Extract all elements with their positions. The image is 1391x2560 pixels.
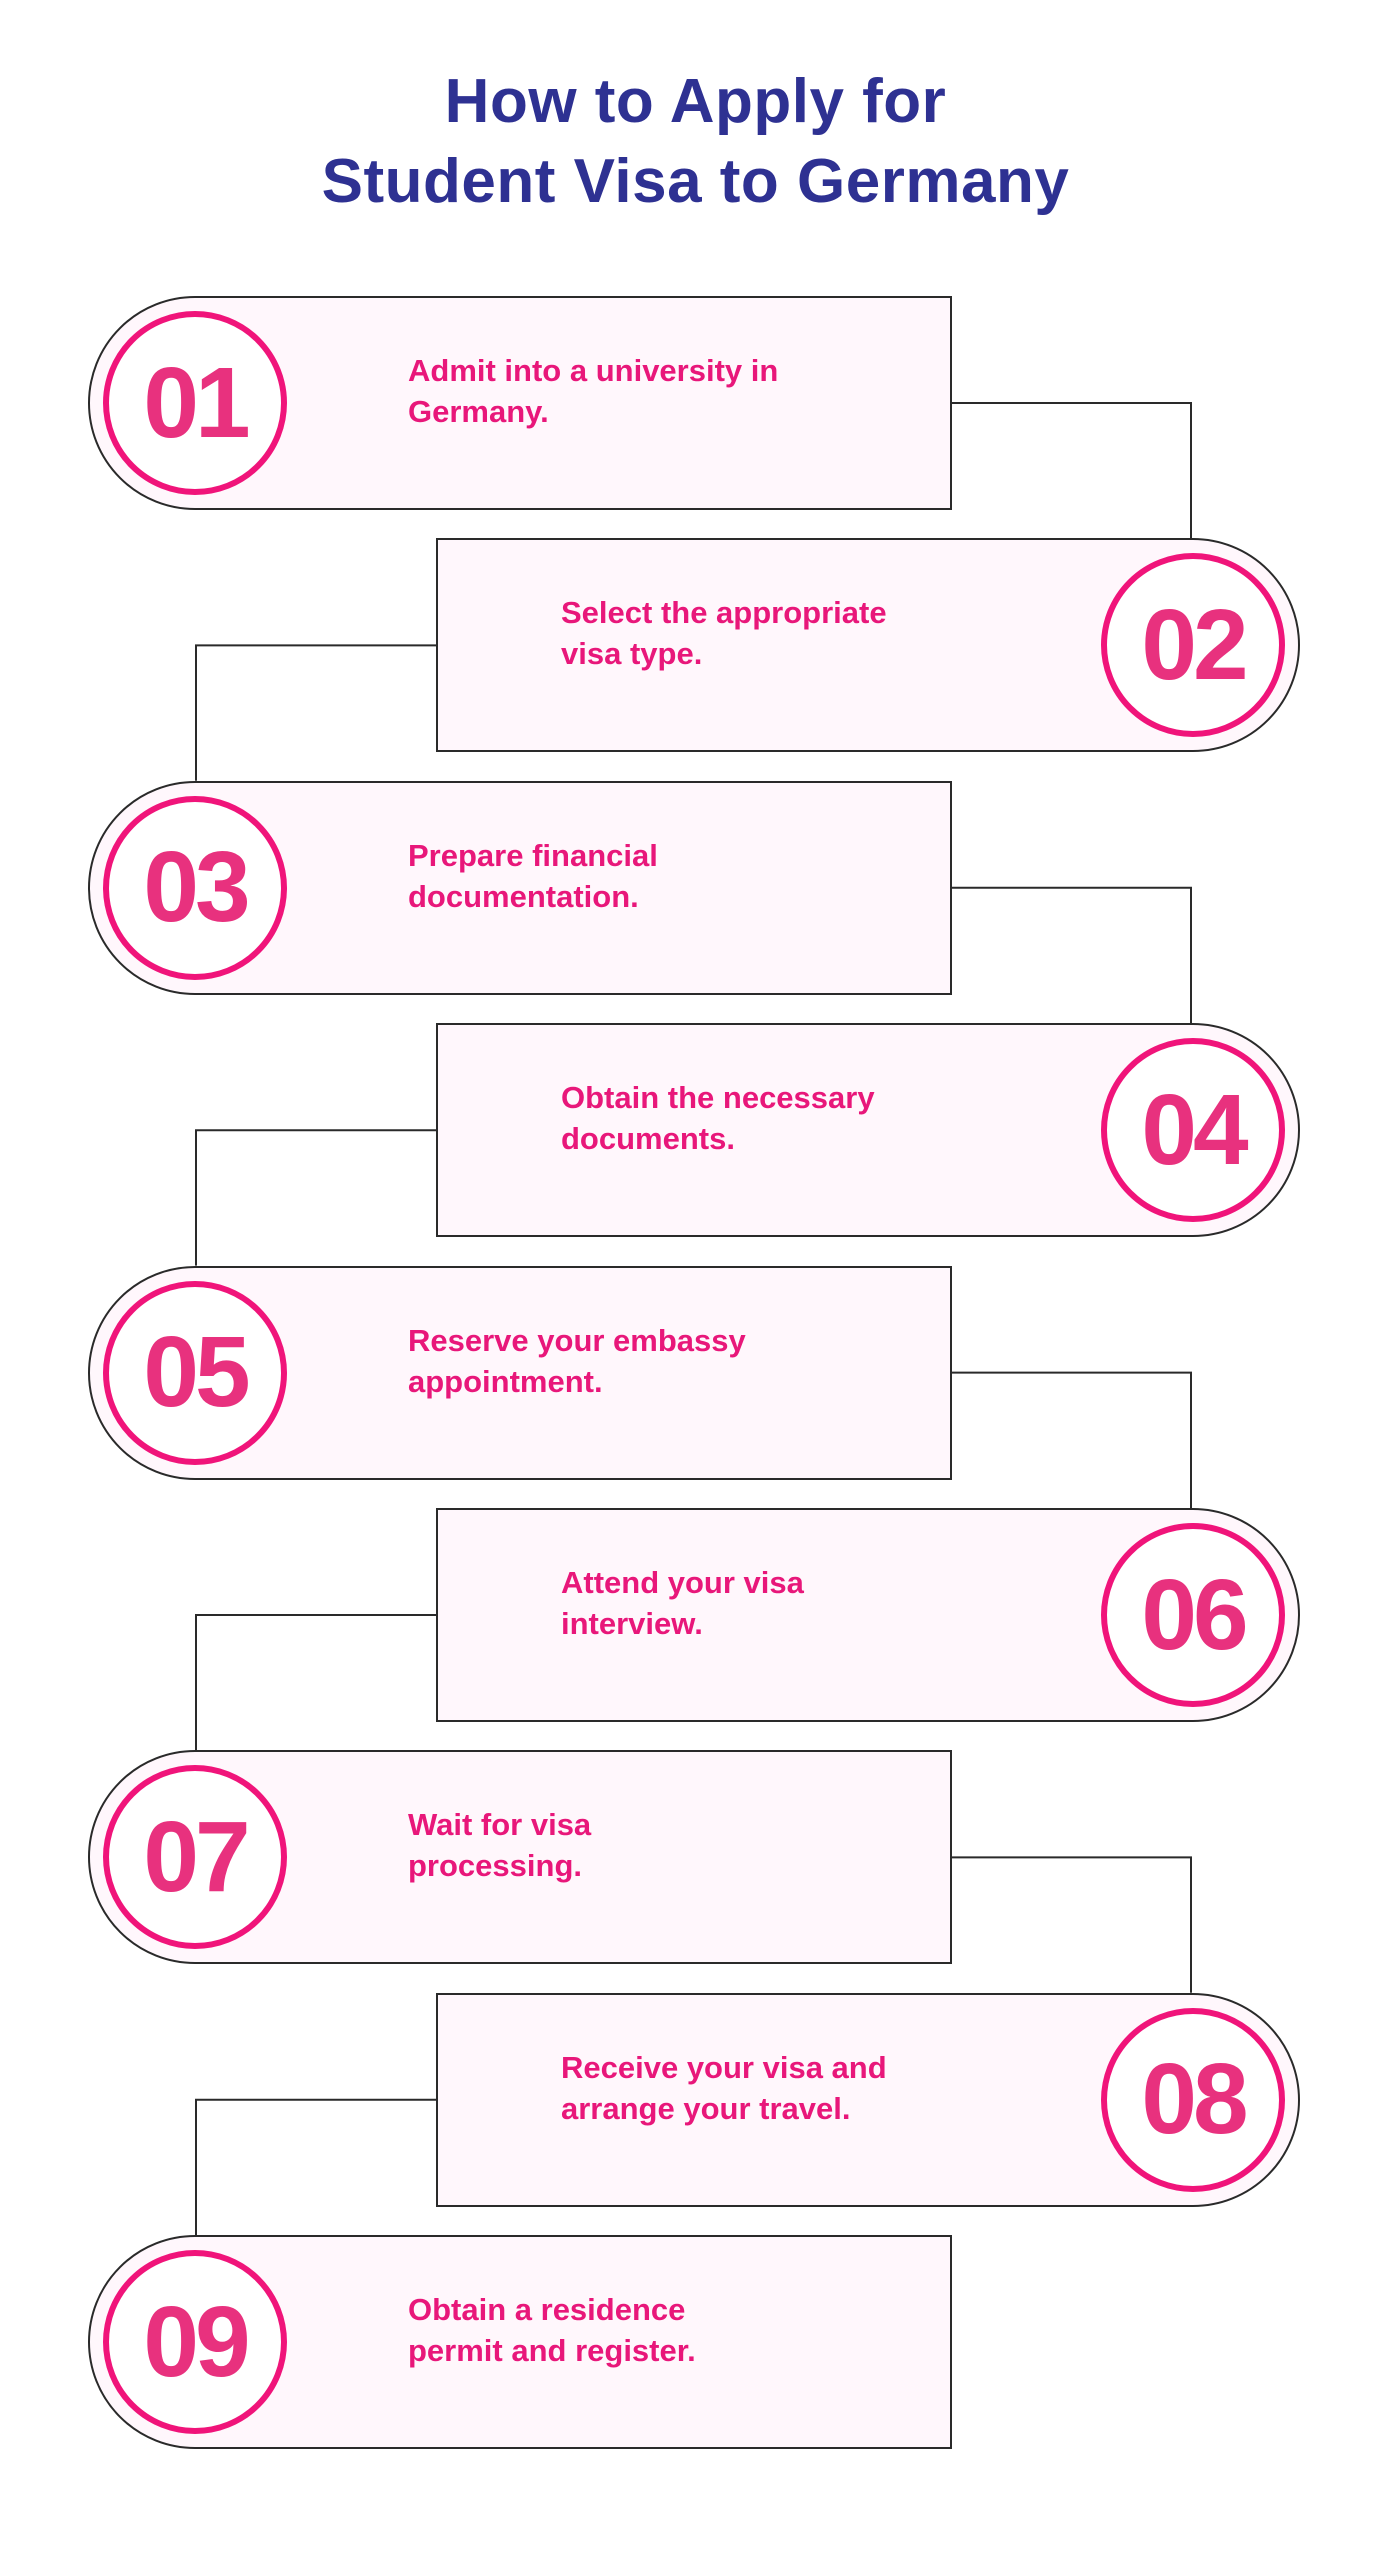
step-description: Wait for visa processing.: [408, 1804, 848, 1886]
step-card-09: 09 Obtain a residence permit and register.: [88, 2235, 952, 2450]
step-number-badge: 07: [103, 1765, 287, 1950]
step-number: 04: [1141, 1073, 1248, 1186]
step-number: 02: [1141, 588, 1248, 701]
step-description: Select the appropriate visa type.: [561, 592, 1001, 674]
step-text-line-2: documentation.: [408, 878, 639, 914]
connector-line: [195, 1129, 436, 1266]
step-number: 01: [143, 346, 250, 459]
step-text-line-1: Obtain the necessary: [561, 1080, 875, 1116]
step-text-line-2: appointment.: [408, 1363, 603, 1399]
step-card-06: 06 Attend your visa interview.: [436, 1508, 1300, 1722]
step-description: Receive your visa and arrange your travel…: [561, 2047, 1001, 2129]
step-card-05: 05 Reserve your embassy appointment.: [88, 1265, 952, 1480]
step-number: 03: [143, 831, 250, 944]
step-number-badge: 02: [1101, 553, 1285, 738]
step-description: Obtain a residence permit and register.: [408, 2289, 848, 2371]
connector-line: [952, 1371, 1192, 1508]
step-number-badge: 09: [103, 2250, 287, 2435]
page-title: How to Apply for Student Visa to Germany: [0, 62, 1391, 222]
step-description: Obtain the necessary documents.: [561, 1077, 1001, 1159]
step-number-badge: 08: [1101, 2007, 1285, 2192]
step-description: Prepare financial documentation.: [408, 835, 848, 917]
step-card-01: 01 Admit into a university in Germany.: [88, 296, 952, 510]
step-card-08: 08 Receive your visa and arrange your trav…: [436, 1992, 1300, 2207]
step-text-line-2: Germany.: [408, 394, 549, 429]
step-text-line-2: processing.: [408, 1848, 582, 1884]
step-number-badge: 03: [103, 795, 287, 980]
step-description: Admit into a university in Germany.: [408, 350, 848, 432]
step-number: 09: [143, 2285, 250, 2398]
step-number: 05: [143, 1316, 250, 1429]
step-number-badge: 04: [1101, 1038, 1285, 1223]
step-text-line-2: documents.: [561, 1121, 735, 1157]
step-card-02: 02 Select the appropriate visa type.: [436, 538, 1300, 753]
step-text-line-2: visa type.: [561, 636, 703, 672]
step-text-line-1: Wait for visa: [408, 1807, 592, 1843]
step-number-badge: 01: [103, 311, 287, 495]
step-number: 08: [1141, 2043, 1248, 2156]
title-line-1: How to Apply for: [444, 67, 947, 136]
step-text-line-1: Reserve your embassy: [408, 1322, 746, 1358]
step-number: 07: [143, 1800, 250, 1913]
title-line-2: Student Visa to Germany: [321, 147, 1070, 216]
step-text-line-1: Attend your visa: [561, 1565, 804, 1600]
step-description: Attend your visa interview.: [561, 1562, 1001, 1644]
connector-line: [195, 1614, 436, 1751]
connector-line: [952, 402, 1192, 539]
step-text-line-1: Receive your visa and: [561, 2049, 887, 2085]
step-text-line-1: Select the appropriate: [561, 595, 887, 631]
step-card-03: 03 Prepare financial documentation.: [88, 780, 952, 995]
step-text-line-2: arrange your travel.: [561, 2090, 851, 2126]
connector-line: [195, 644, 436, 781]
connector-line: [952, 1856, 1192, 1993]
step-text-line-1: Prepare financial: [408, 837, 658, 873]
step-number-badge: 05: [103, 1280, 287, 1465]
step-card-07: 07 Wait for visa processing.: [88, 1750, 952, 1965]
step-description: Reserve your embassy appointment.: [408, 1320, 848, 1402]
step-text-line-2: permit and register.: [408, 2333, 696, 2369]
connector-line: [952, 886, 1192, 1024]
step-number-badge: 06: [1101, 1523, 1285, 1707]
step-text-line-2: interview.: [561, 1606, 703, 1641]
step-text-line-1: Admit into a university in: [408, 353, 779, 388]
step-card-04: 04 Obtain the necessary documents.: [436, 1023, 1300, 1238]
step-number: 06: [1141, 1558, 1248, 1671]
step-text-line-1: Obtain a residence: [408, 2292, 686, 2328]
connector-line: [195, 2098, 436, 2236]
